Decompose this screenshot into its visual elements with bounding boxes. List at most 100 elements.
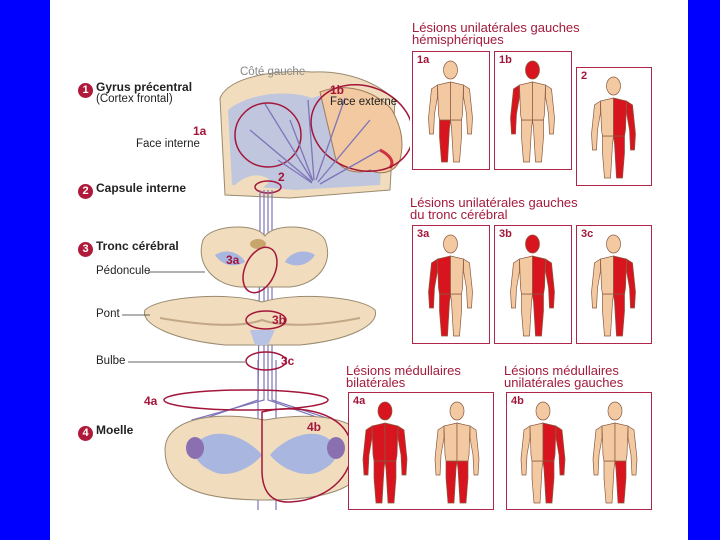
pedoncule-circle [242,246,278,294]
arm-left [591,100,601,151]
moelle-4b-circle [261,408,353,503]
torso-right [456,422,471,462]
arm-right [555,425,566,476]
face-externe-circle [310,83,410,173]
bulbe-label: Bulbe [96,355,126,367]
head [607,401,623,421]
panel-4b: 4b [506,392,652,510]
pont-section [144,295,376,346]
head [377,401,393,421]
pont-circle [245,310,287,330]
panel-2: 2 [576,67,652,186]
panel-1a: 1a [412,51,490,170]
code-4b: 4b [307,420,322,434]
body-figure [520,401,566,504]
head [606,76,621,96]
face-interne-circle [234,102,302,168]
head [535,401,551,421]
panel-3b: 3b [494,225,572,344]
anatomy-diagram [144,71,410,510]
torso-right [450,81,464,121]
torso-left [600,255,614,295]
arm-left [592,425,603,476]
code-1a: 1a [193,124,207,138]
leg-left [373,460,386,504]
arm-right [469,425,480,476]
leg-left [602,293,614,337]
leg-right [450,119,462,163]
torso-left [601,422,616,462]
head [606,234,621,254]
leg-right [384,460,397,504]
leg-left [603,460,616,504]
head [443,234,458,254]
face-externe-label: Face externe [330,96,398,108]
arm-left [591,258,601,309]
arm-right [463,84,473,135]
torso-right [613,255,627,295]
panel-3c: 3c [576,225,652,344]
pedoncule-section [200,226,328,288]
leg-left [521,293,533,337]
body-figure [428,60,473,163]
torso-right [450,255,464,295]
face-interne-label: Face interne [136,138,200,150]
pedoncule-label: Pédoncule [96,265,151,277]
body-figure [591,76,636,179]
code-3c: 3c [281,354,295,368]
cortical-pathways [249,97,381,185]
arm-right [397,425,408,476]
arm-left [434,425,445,476]
leg-left [439,293,451,337]
code-4a: 4a [144,394,158,408]
leg-left [439,119,451,163]
leg-right [613,135,625,179]
panel-4a: 4a [348,392,494,510]
body-figure [591,234,636,337]
body-figure [510,60,555,163]
leg-right [613,293,625,337]
arm-right [463,258,473,309]
leg-right [614,460,627,504]
torso-left [519,255,533,295]
leg-left [602,135,614,179]
torso-right [532,81,546,121]
leg-right [532,119,544,163]
leg-left [445,460,458,504]
leg-right [456,460,469,504]
leg-right [450,293,462,337]
body-figure [362,401,408,504]
head [525,234,540,254]
leg-left [521,119,533,163]
torso-right [613,97,627,137]
torso-left [437,81,451,121]
torso-left [600,97,614,137]
arm-right [626,100,636,151]
arm-right [627,425,638,476]
arm-right [545,258,555,309]
torso-left [519,81,533,121]
arm-right [545,84,555,135]
head [449,401,465,421]
code-3b: 3b [272,313,287,327]
torso-left [371,422,386,462]
panel-1b: 1b [494,51,572,170]
code-2: 2 [278,170,285,184]
arm-left [510,84,520,135]
gyrus-subtitle: (Cortex frontal) [96,93,173,105]
leg-right [542,460,555,504]
torso-right [542,422,557,462]
leg-left [531,460,544,504]
torso-left [529,422,544,462]
head [525,60,540,80]
arm-left [428,258,438,309]
code-1b: 1b [330,83,345,97]
body-figure [510,234,555,337]
code-3a: 3a [226,253,240,267]
